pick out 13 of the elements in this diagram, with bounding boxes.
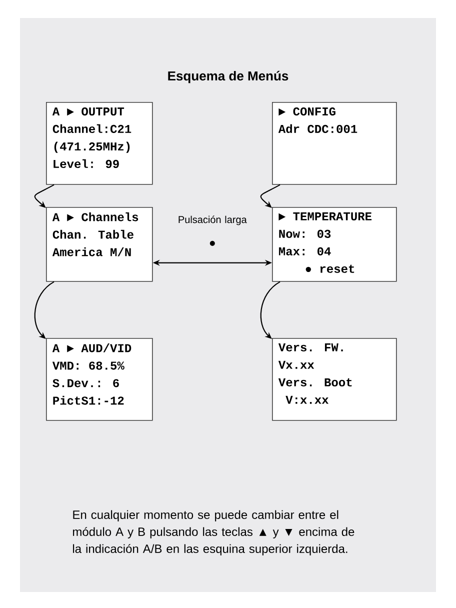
arrow: [260, 281, 280, 339]
lcd-screen: Vers. FW. Vx.xx Vers. Boot V:x.xx: [272, 338, 397, 421]
lcd-screen: A ► Channels Chan. Table America M/N: [46, 207, 153, 282]
lcd-screen: ► CONFIG Adr CDC:001: [272, 102, 397, 185]
edge-label: Pulsación larga: [178, 216, 247, 226]
arrow: [34, 281, 54, 339]
arrow: [34, 184, 54, 208]
lcd-screen: A ► AUD/VID VMD: 68.5% S.Dev.: 6 PictS1:-12: [46, 338, 153, 421]
title: Esquema de Menús: [168, 70, 288, 84]
lcd-screen: A ► OUTPUT Channel:C21 (471.25MHz) Level: 99: [46, 102, 153, 185]
arrow: [260, 184, 280, 208]
lcd-screen: ► TEMPERATURE Now: 03 Max: 04 ● reset: [272, 207, 397, 282]
caption: En cualquier momento se puede cambiar entre el módulo A y B pulsando las teclas ▲ y ▼ encima de la indicación A/B en las esquina superior izquierda.: [73, 510, 354, 556]
